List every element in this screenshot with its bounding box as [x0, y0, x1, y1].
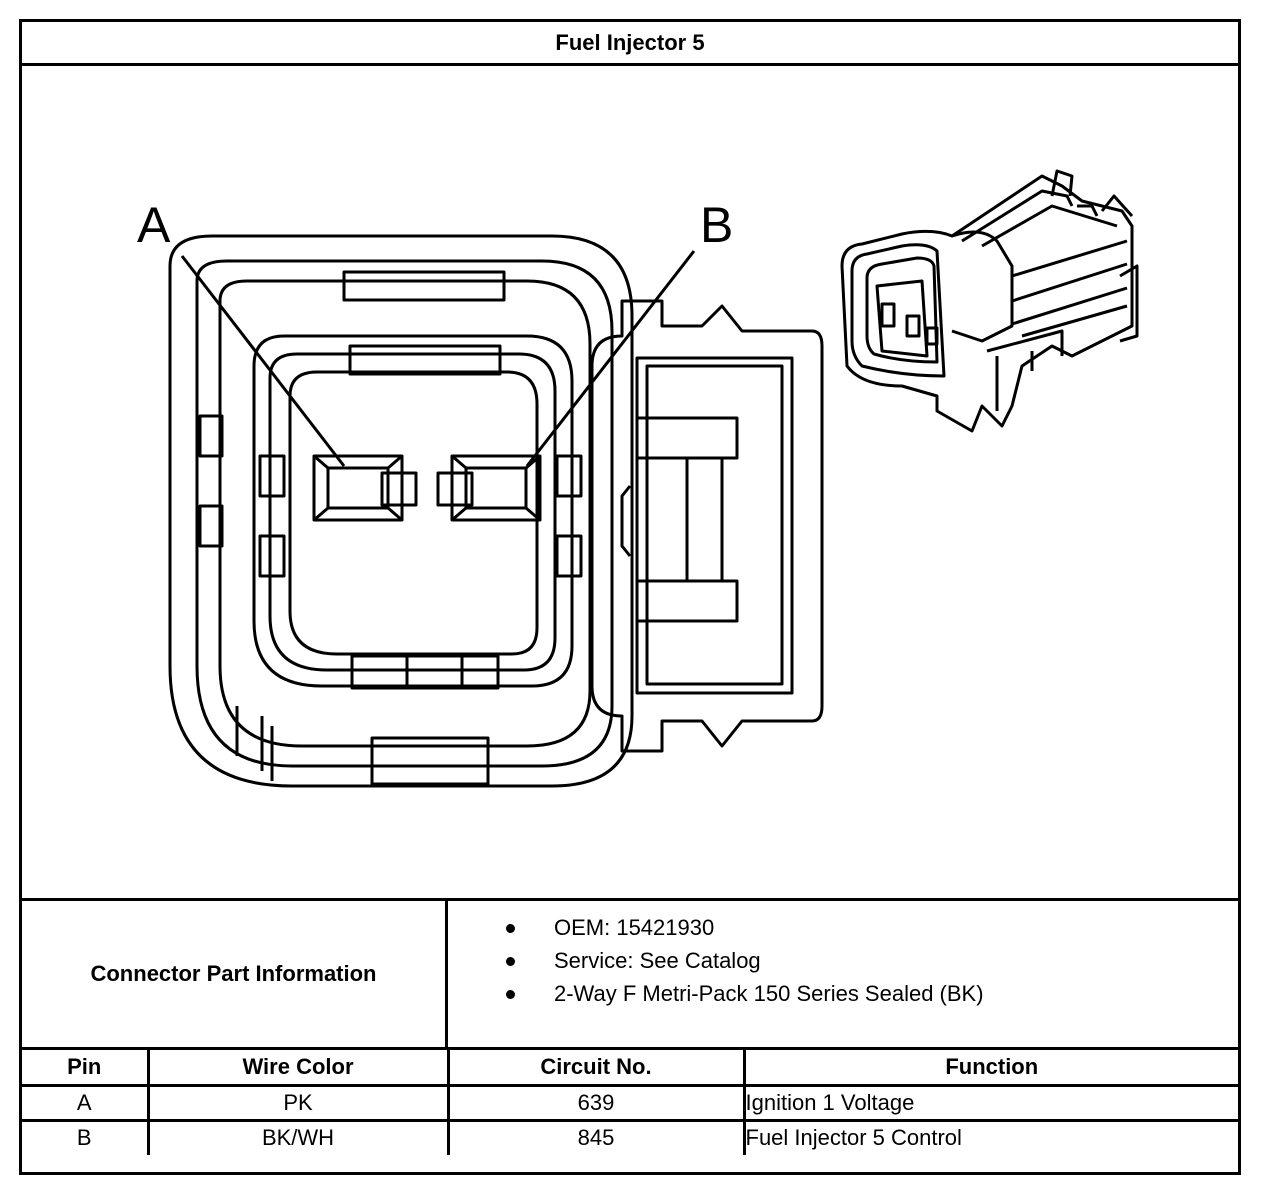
connector-part-info: Connector Part Information OEM: 15421930…: [22, 898, 1238, 1050]
seal-ring-middle: [268, 352, 557, 672]
housing-outline: [168, 234, 634, 788]
pin-label-a: A: [137, 197, 171, 253]
pin-label-b: B: [700, 197, 733, 253]
connector-iso-view: [840, 169, 1139, 433]
header-circuit-no: Circuit No.: [446, 1050, 746, 1087]
connector-part-info-list: OEM: 15421930 Service: See Catalog 2-Way…: [448, 911, 984, 1010]
top-rib: [342, 270, 506, 302]
terminal-a: [312, 454, 404, 522]
cell-circuit-no: 845: [446, 1118, 746, 1155]
seal-ring-outer: [252, 334, 574, 688]
pin-table-header: Pin Wire Color Circuit No. Function: [22, 1050, 1238, 1087]
inner-top-rib: [348, 344, 502, 376]
header-function: Function: [742, 1050, 1238, 1087]
header-wire-color: Wire Color: [146, 1050, 450, 1087]
table-row: B BK/WH 845 Fuel Injector 5 Control: [22, 1118, 1238, 1155]
leader-line-a: [180, 255, 346, 467]
cell-function: Fuel Injector 5 Control: [742, 1118, 1238, 1155]
connector-sheet: Fuel Injector 5: [19, 19, 1241, 1175]
bottom-rib: [350, 654, 500, 690]
bullet-icon: [506, 924, 515, 933]
cell-pin: B: [22, 1118, 150, 1155]
cell-function: Ignition 1 Voltage: [742, 1083, 1238, 1122]
page-title: Fuel Injector 5: [22, 22, 1238, 66]
housing-ring-2: [195, 259, 614, 768]
connector-face-view: A B: [137, 169, 1139, 788]
table-row: A PK 639 Ignition 1 Voltage: [22, 1083, 1238, 1122]
cell-circuit-no: 639: [446, 1083, 746, 1122]
connector-part-info-label: Connector Part Information: [22, 901, 448, 1047]
header-pin: Pin: [22, 1050, 150, 1087]
info-item: OEM: 15421930: [448, 911, 984, 944]
bullet-icon: [506, 957, 515, 966]
terminal-b: [450, 454, 542, 522]
pin-table: Pin Wire Color Circuit No. Function A PK…: [22, 1050, 1238, 1155]
housing-ring-3: [218, 279, 592, 748]
connector-drawing: A B: [22, 66, 1238, 898]
leader-line-b: [525, 250, 696, 467]
lock-tab-face: [635, 356, 794, 695]
bottom-outer-rib: [370, 736, 490, 786]
info-item: 2-Way F Metri-Pack 150 Series Sealed (BK…: [448, 977, 984, 1010]
cell-wire-color: PK: [146, 1083, 450, 1122]
seal-ring-inner: [288, 370, 539, 656]
bullet-icon: [506, 990, 515, 999]
lock-tab-housing: [590, 299, 824, 753]
info-item: Service: See Catalog: [448, 944, 984, 977]
cell-wire-color: BK/WH: [146, 1118, 450, 1155]
cell-pin: A: [22, 1083, 150, 1122]
